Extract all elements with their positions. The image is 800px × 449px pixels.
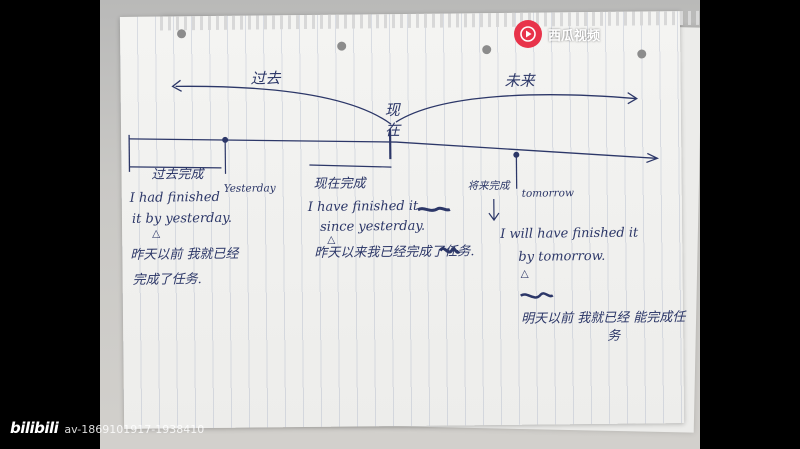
yesterday-point (222, 136, 229, 143)
future-translation-line-2: 务 (607, 328, 621, 344)
future-arrow (395, 94, 636, 123)
ink-scribble (439, 247, 461, 254)
tomorrow-label: tomorrow (521, 187, 574, 200)
present-sentence-line-2: since yesterday. (319, 218, 426, 235)
video-player[interactable]: 过去 现 在 未来 过去完成 Yesterday I had finished … (100, 0, 700, 449)
timeline-drawing (128, 79, 660, 299)
future-label: 未来 (504, 71, 535, 90)
future-translation-line-1: 明天以前 我就已经 能完成任 (520, 310, 686, 327)
future-mark: △ (520, 267, 529, 280)
past-translation-line-1: 昨天以前 我就已经 (130, 246, 239, 263)
present-range (309, 164, 392, 168)
past-mark: △ (152, 227, 161, 240)
past-arrowhead (171, 79, 182, 92)
future-sentence-line-1: I will have finished it (500, 225, 639, 242)
future-arrowhead (627, 92, 638, 105)
now-label-top: 现 (384, 101, 400, 120)
past-label: 过去 (250, 69, 281, 88)
past-range (129, 166, 222, 169)
bilibili-logo: bilibili (10, 419, 59, 437)
timeline-axis (129, 138, 657, 159)
past-arrow (175, 85, 392, 125)
video-id: av-1869101917-1938410 (64, 423, 205, 436)
future-down-arrow (488, 199, 500, 222)
source-watermark: bilibili av-1869101917-1938410 (10, 419, 204, 437)
yesterday-label: Yesterday (223, 182, 276, 195)
present-mark: △ (327, 233, 336, 246)
xigua-logo-icon (513, 20, 542, 48)
past-complete-label: 过去完成 (151, 167, 204, 183)
past-translation-line-2: 完成了任务. (132, 272, 202, 288)
timeline-arrowhead (646, 152, 660, 164)
ink-scribble (519, 292, 554, 299)
platform-watermark: 西瓜视频 (513, 20, 600, 48)
future-complete-label: 将来完成 (467, 179, 510, 193)
platform-name: 西瓜视频 (547, 28, 600, 44)
present-translation: 昨天以来我已经完成了任务. (314, 244, 475, 261)
future-sentence-line-2: by tomorrow. (518, 248, 606, 265)
tomorrow-point (513, 151, 520, 158)
past-sentence-line-1: I had finished (129, 189, 220, 206)
notebook-page: 过去 现 在 未来 过去完成 Yesterday I had finished … (119, 10, 700, 429)
past-sentence-line-2: it by yesterday. (131, 210, 233, 227)
ink-scribble (417, 206, 451, 212)
present-complete-label: 现在完成 (313, 176, 366, 192)
play-icon (520, 26, 536, 42)
now-label-bottom: 在 (384, 121, 401, 140)
present-sentence-line-1: I have finished it (307, 198, 419, 215)
